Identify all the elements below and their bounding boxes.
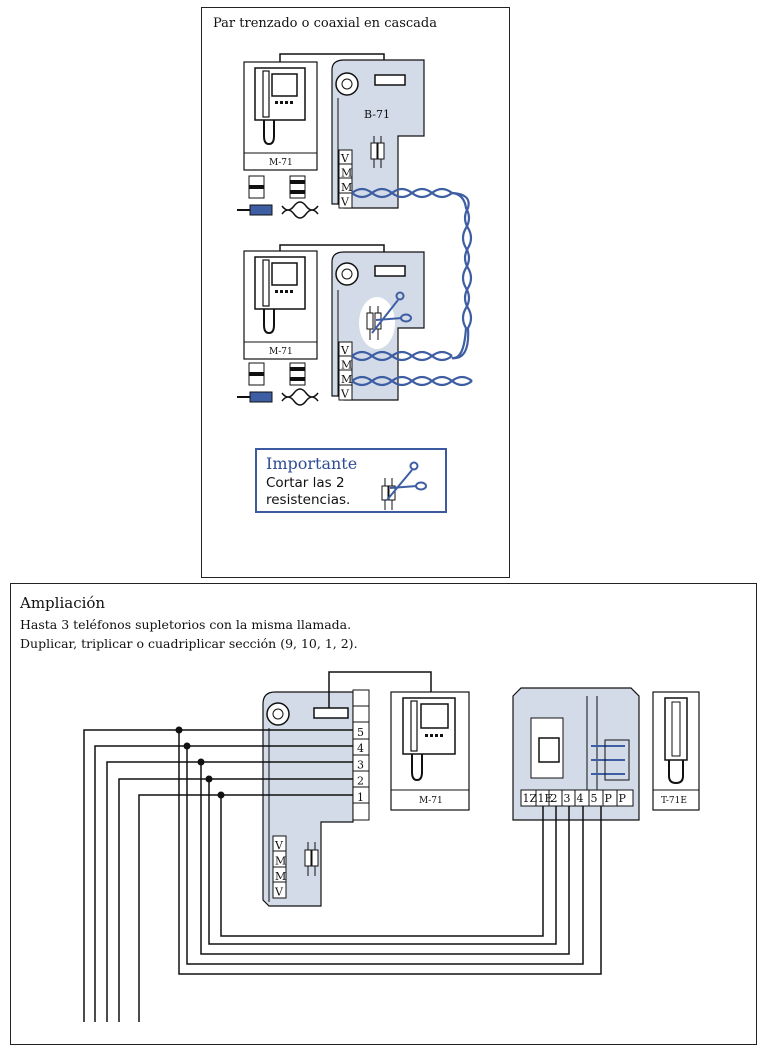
upper-terminal-2: M — [341, 181, 352, 194]
expansion-line-1: Hasta 3 teléfonos supletorios con la mis… — [20, 617, 352, 632]
phone-terminal-block — [520, 789, 634, 807]
expansion-panel: Ampliación Hasta 3 teléfonos supletorios… — [10, 583, 757, 1045]
upper-terminal-block — [338, 149, 353, 209]
cut-resistors-icon — [381, 461, 427, 510]
expansion-diagram: M-71 — [83, 671, 700, 1022]
expansion-vm-1: M — [275, 855, 286, 868]
bus-wiring — [83, 729, 353, 1022]
lower-unit: M-71 — [237, 244, 425, 406]
cascade-title: Par trenzado o coaxial en cascada — [213, 16, 437, 31]
upper-terminal-3: V — [340, 196, 350, 209]
lower-monitor-label: M-71 — [269, 347, 293, 357]
important-text: Cortar las 2 resistencias. — [266, 475, 351, 508]
module-terminal-1: 1 — [357, 791, 364, 804]
twisted-pair-icon — [281, 201, 319, 219]
twisted-cable-upper — [351, 187, 453, 199]
upper-terminal-1: M — [341, 167, 352, 180]
upper-unit: M-71 B-71 — [237, 53, 425, 219]
twisted-cable-lower — [351, 350, 473, 387]
t71e-label: T-71E — [661, 796, 687, 806]
module-terminal-4: 4 — [357, 742, 364, 755]
scissors-icon — [371, 291, 412, 334]
cascade-diagram: M-71 B-71 — [237, 53, 473, 406]
upper-monitor-label: M-71 — [269, 158, 293, 168]
important-box: Importante Cortar las 2 resistencias. — [255, 448, 447, 513]
phone-terminal-0: 1Z — [523, 792, 538, 805]
t71e-phone: T-71E — [652, 691, 700, 811]
upper-terminal-0: V — [340, 152, 350, 165]
module-terminal-5: 5 — [357, 726, 364, 739]
expansion-vm-3: V — [274, 886, 284, 899]
expansion-vm-0: V — [274, 839, 284, 852]
phone-terminal-4: 4 — [577, 792, 584, 805]
lower-terminal-1: M — [341, 359, 352, 372]
junction-dots — [175, 726, 225, 799]
phone-terminal-3: 3 — [564, 792, 571, 805]
phone-branch-wiring — [178, 730, 602, 975]
phone-terminal-2: 2 — [551, 792, 558, 805]
expansion-vm-block — [272, 835, 287, 899]
phone-terminal-6: P — [605, 792, 613, 805]
phone-terminal-5: 5 — [591, 792, 598, 805]
module-terminal-3: 3 — [357, 758, 364, 771]
expansion-monitor-label: M-71 — [419, 796, 443, 806]
lower-terminal-2: M — [341, 373, 352, 386]
coax-icon — [249, 204, 273, 216]
important-title: Importante — [266, 454, 358, 473]
expansion-terminal-block — [352, 689, 370, 821]
lower-terminal-3: V — [340, 388, 350, 401]
phone-terminal-1: 1E — [538, 792, 553, 805]
module-b71-label: B-71 — [364, 108, 390, 121]
lower-terminal-block — [338, 341, 353, 401]
phone-base — [512, 687, 640, 821]
phone-terminal-7: P — [619, 792, 627, 805]
lower-terminal-0: V — [340, 344, 350, 357]
expansion-vm-2: M — [275, 870, 286, 883]
expansion-line-2: Duplicar, triplicar o cuadriplicar secci… — [20, 636, 358, 651]
expansion-monitor: M-71 — [390, 691, 470, 811]
cascade-panel: Par trenzado o coaxial en cascada M-71 — [201, 7, 510, 578]
twisted-cable-riser — [451, 191, 473, 360]
expansion-title: Ampliación — [20, 594, 106, 612]
module-terminal-2: 2 — [357, 775, 364, 788]
